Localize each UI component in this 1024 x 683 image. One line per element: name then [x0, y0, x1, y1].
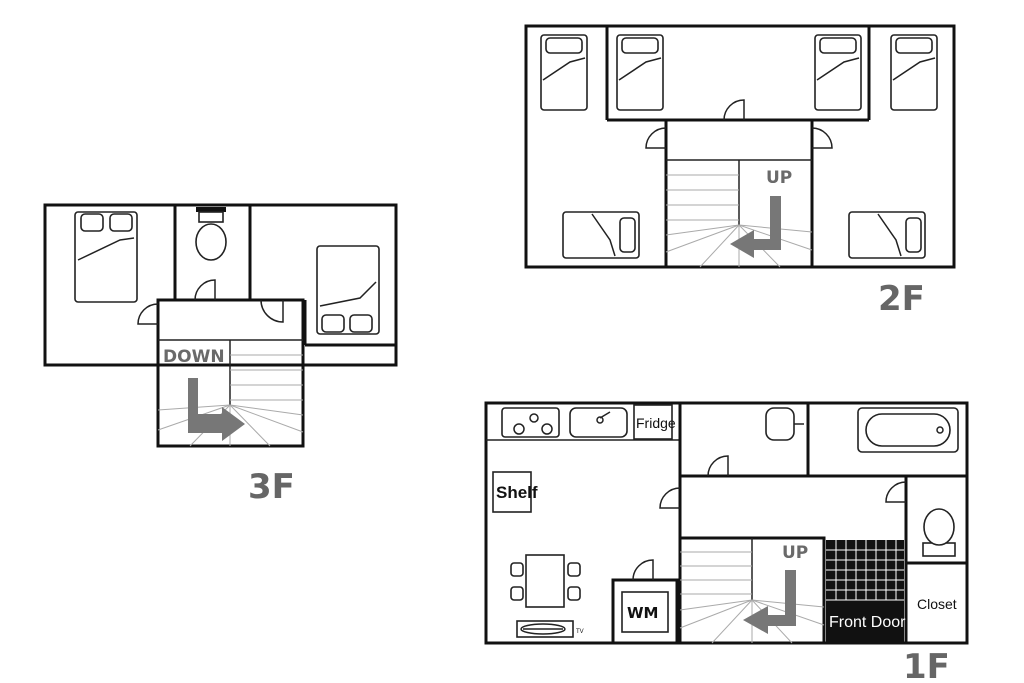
- stair-arrow-icon: [188, 378, 245, 441]
- stair-arrow-icon: [743, 570, 796, 634]
- bed-icon: [562, 211, 640, 259]
- shelf: [492, 471, 532, 513]
- wm-area: [611, 578, 679, 645]
- wm-label: WM: [627, 604, 658, 622]
- floor-1f-label: 1F: [903, 647, 950, 683]
- floor-3f: DOWN 3F: [43, 203, 398, 507]
- floor-3f-stair-label: DOWN: [163, 347, 225, 367]
- tv-label: TV: [576, 629, 584, 635]
- floor-3f-outline: [43, 203, 398, 367]
- washbasin-icon: [765, 407, 804, 441]
- floor-2f-stair-label: UP: [766, 168, 792, 188]
- toilet-icon: [195, 207, 227, 261]
- fridge: [633, 404, 673, 440]
- door-icon: [645, 99, 833, 149]
- sink-icon: [569, 407, 628, 438]
- front-door: Front Door: [826, 540, 906, 643]
- floor-2f: UP 2F: [524, 24, 956, 319]
- bed-icon: [316, 245, 380, 335]
- washing-machine: [621, 591, 669, 633]
- bed-icon: [540, 34, 588, 111]
- shelf-label: Shelf: [496, 483, 538, 502]
- door-icon: [137, 279, 284, 325]
- bed-icon: [848, 211, 926, 259]
- floor-1f-stair-label: UP: [782, 543, 808, 563]
- bed-icon: [616, 34, 664, 111]
- floor-3f-label: 3F: [248, 467, 295, 507]
- fridge-label: Fridge: [636, 415, 676, 431]
- stair-arrow-icon: [730, 196, 781, 258]
- table-icon: [510, 554, 581, 608]
- front-door-label: Front Door: [829, 614, 906, 631]
- bed-icon: [814, 34, 862, 111]
- stove-icon: [501, 407, 560, 438]
- door-icon: [632, 455, 907, 581]
- closet-label: Closet: [917, 596, 957, 612]
- floor-1f: Fridge Shelf TV WM: [484, 401, 969, 683]
- bathtub-icon: [857, 407, 959, 453]
- toilet-icon: [922, 508, 956, 557]
- bed-icon: [74, 211, 138, 303]
- bed-icon: [890, 34, 938, 111]
- floor-2f-label: 2F: [878, 279, 925, 319]
- tv-icon: TV: [516, 620, 584, 638]
